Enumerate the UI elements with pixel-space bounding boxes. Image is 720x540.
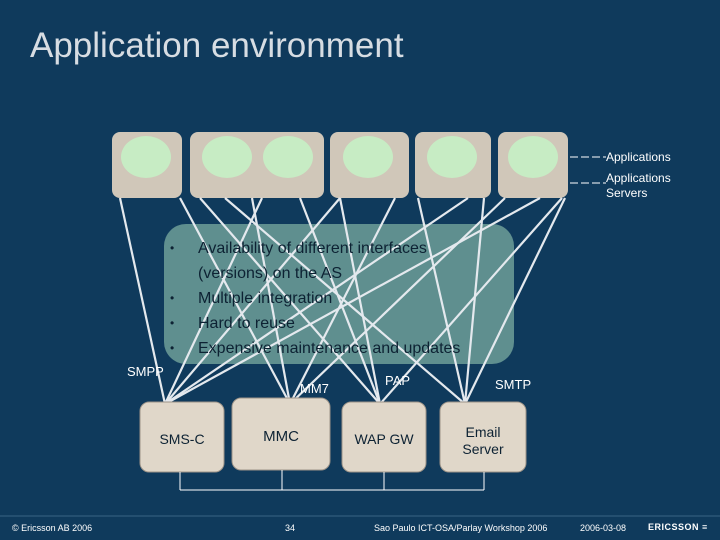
bullet-dot: • xyxy=(170,241,175,255)
smtp-label: SMTP xyxy=(495,377,532,392)
servers-label-line2: Servers xyxy=(606,186,648,200)
email-box xyxy=(439,401,527,473)
smsc-label: SMS-C xyxy=(159,431,205,447)
ericsson-logo: ERICSSON ≡ xyxy=(648,522,708,532)
email-label-line2: Server xyxy=(462,441,504,457)
bullet-dot: • xyxy=(170,291,175,305)
ericsson-logo-icon: ≡ xyxy=(702,522,708,532)
application-1 xyxy=(121,136,171,178)
bullet-text: Expensive maintenance and updates xyxy=(198,340,461,357)
application-2 xyxy=(202,136,252,178)
bullet-text: Availability of different interfaces xyxy=(198,240,427,257)
footer-date: 2006-03-08 xyxy=(580,523,627,533)
bullet-continuation: (versions) on the AS xyxy=(165,261,505,286)
footer-event: Sao Paulo ICT-OSA/Parlay Workshop 2006 xyxy=(374,523,548,533)
bullet-dot: • xyxy=(170,341,175,355)
bullet-text: Hard to reuse xyxy=(198,315,295,332)
bullet-item: • Availability of different interfaces xyxy=(165,236,505,261)
bullet-dot: • xyxy=(170,316,175,330)
bullet-text: Multiple integration xyxy=(198,290,333,307)
connection-lines xyxy=(118,197,566,405)
smsc-box xyxy=(139,401,225,473)
application-4 xyxy=(343,136,393,178)
bullet-text: (versions) on the AS xyxy=(198,265,343,282)
slide-title: Application environment xyxy=(30,26,404,65)
mm7-label: MM7 xyxy=(300,381,329,396)
bullet-item: • Hard to reuse xyxy=(165,311,505,336)
mmc-label: MMC xyxy=(263,428,299,445)
footer-copyright: © Ericsson AB 2006 xyxy=(12,523,93,533)
pap-label: PAP xyxy=(385,373,411,388)
network-bus xyxy=(179,470,485,491)
bullet-item: • Expensive maintenance and updates xyxy=(165,336,505,361)
servers-label-line1: Applications xyxy=(606,171,671,185)
applications-label: Applications xyxy=(606,150,671,164)
bullet-list: • Availability of different interfaces (v… xyxy=(165,236,505,361)
bullet-item: • Multiple integration xyxy=(165,286,505,311)
wapgw-label: WAP GW xyxy=(354,431,414,447)
smpp-label: SMPP xyxy=(127,364,164,379)
bullet-panel xyxy=(164,224,514,364)
application-5 xyxy=(427,136,477,178)
application-6 xyxy=(508,136,558,178)
ericsson-logo-text: ERICSSON xyxy=(648,522,700,532)
footer-page-number: 34 xyxy=(285,523,296,533)
email-label-line1: Email xyxy=(465,424,501,440)
mmc-box xyxy=(231,397,331,471)
application-3 xyxy=(263,136,313,178)
